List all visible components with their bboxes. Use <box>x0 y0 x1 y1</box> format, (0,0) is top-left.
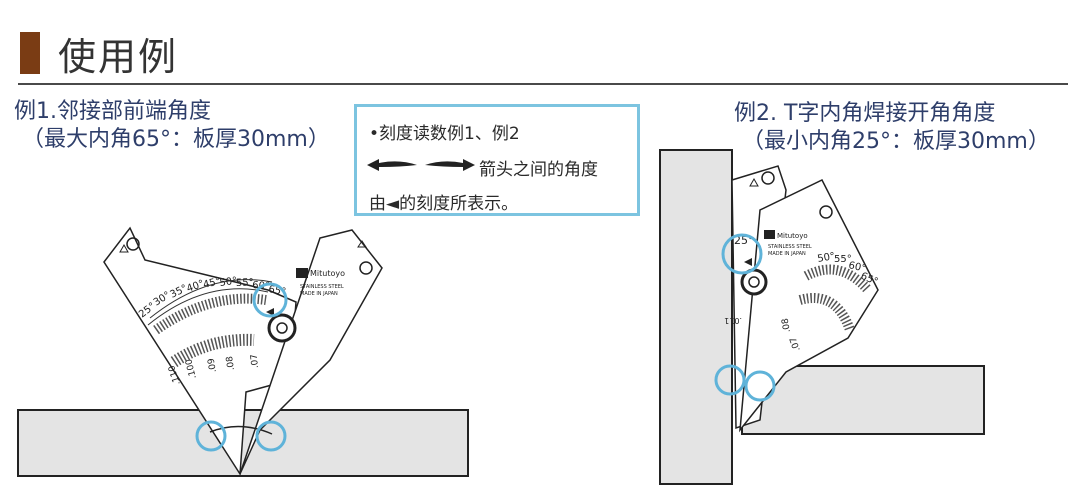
gauge1-angle-scale <box>153 293 267 335</box>
note-line-3: 由◄的刻度所表示。 <box>369 194 519 214</box>
gauge2-side-tick: .011 <box>724 316 742 325</box>
gauge2-angle-tick: 60° <box>847 260 867 274</box>
gauge2-thickness-tick: .08 <box>781 317 793 333</box>
gauge1-thickness-scale <box>170 333 255 368</box>
page-title: 使用例 <box>58 35 179 79</box>
example2-title: 例2. T字内角焊接开角角度 <box>734 101 996 126</box>
gauge1-pin <box>267 313 297 343</box>
gauge2-contact-highlight-right <box>744 370 776 402</box>
gauge2-angle-tick: 55° <box>834 254 852 265</box>
gauge2-brand-sub1: STAINLESS STEEL <box>768 244 812 250</box>
note-line-2: 箭头之间的角度 <box>479 160 598 180</box>
gauge2-brand-sub2: MADE IN JAPAN <box>768 251 806 257</box>
gauge1-angle-tick: 55° <box>236 277 254 289</box>
gauge1-hole-left <box>126 237 140 251</box>
header-divider <box>18 83 1068 85</box>
example2-subtitle: （最小内角25°：板厚30mm） <box>742 129 1050 154</box>
gauge2-reading-highlight <box>721 233 763 275</box>
example1-subtitle: （最大内角65°：板厚30mm） <box>22 127 330 152</box>
gauge1-brand-sub1: STAINLESS STEEL <box>300 284 344 290</box>
gauge1-thickness-tick: .08 <box>225 355 237 371</box>
gauge1-thickness-tick: .07 <box>250 353 261 368</box>
gauge2-thickness-tick: .07 <box>789 336 803 353</box>
arrow-pair-icon <box>367 159 475 171</box>
gauge2-angle-tick: 50° <box>817 251 836 265</box>
gauge2-contact-highlight-left <box>714 364 746 396</box>
gauge1-angle-tick: 50° <box>219 276 238 289</box>
gauge1-contact-highlight-right <box>255 420 287 452</box>
gauge1-brand: Mitutoyo <box>310 269 345 278</box>
reading-note-box: •刻度读数例1、例2 箭头之间的角度 由◄的刻度所表示。 <box>354 104 640 216</box>
gauge1-brand-sub2: MADE IN JAPAN <box>300 291 338 297</box>
example1-title: 例1.邻接部前端角度 <box>14 99 211 124</box>
example2-vertical-plate <box>659 149 733 485</box>
gauge1-thickness-tick: .09 <box>207 357 219 373</box>
header-accent-bar <box>20 32 40 74</box>
gauge1-angle-tick: 45° <box>202 276 222 291</box>
gauge1-hole-right <box>359 261 373 275</box>
gauge1-thickness-tick: .100 <box>184 358 199 380</box>
gauge1-reading-highlight <box>252 282 288 318</box>
gauge2-brand: Mitutoyo <box>777 232 808 240</box>
gauge2-front-arm <box>739 179 879 433</box>
note-line-1: •刻度读数例1、例2 <box>369 124 520 144</box>
gauge1-contact-highlight-left <box>195 420 227 452</box>
